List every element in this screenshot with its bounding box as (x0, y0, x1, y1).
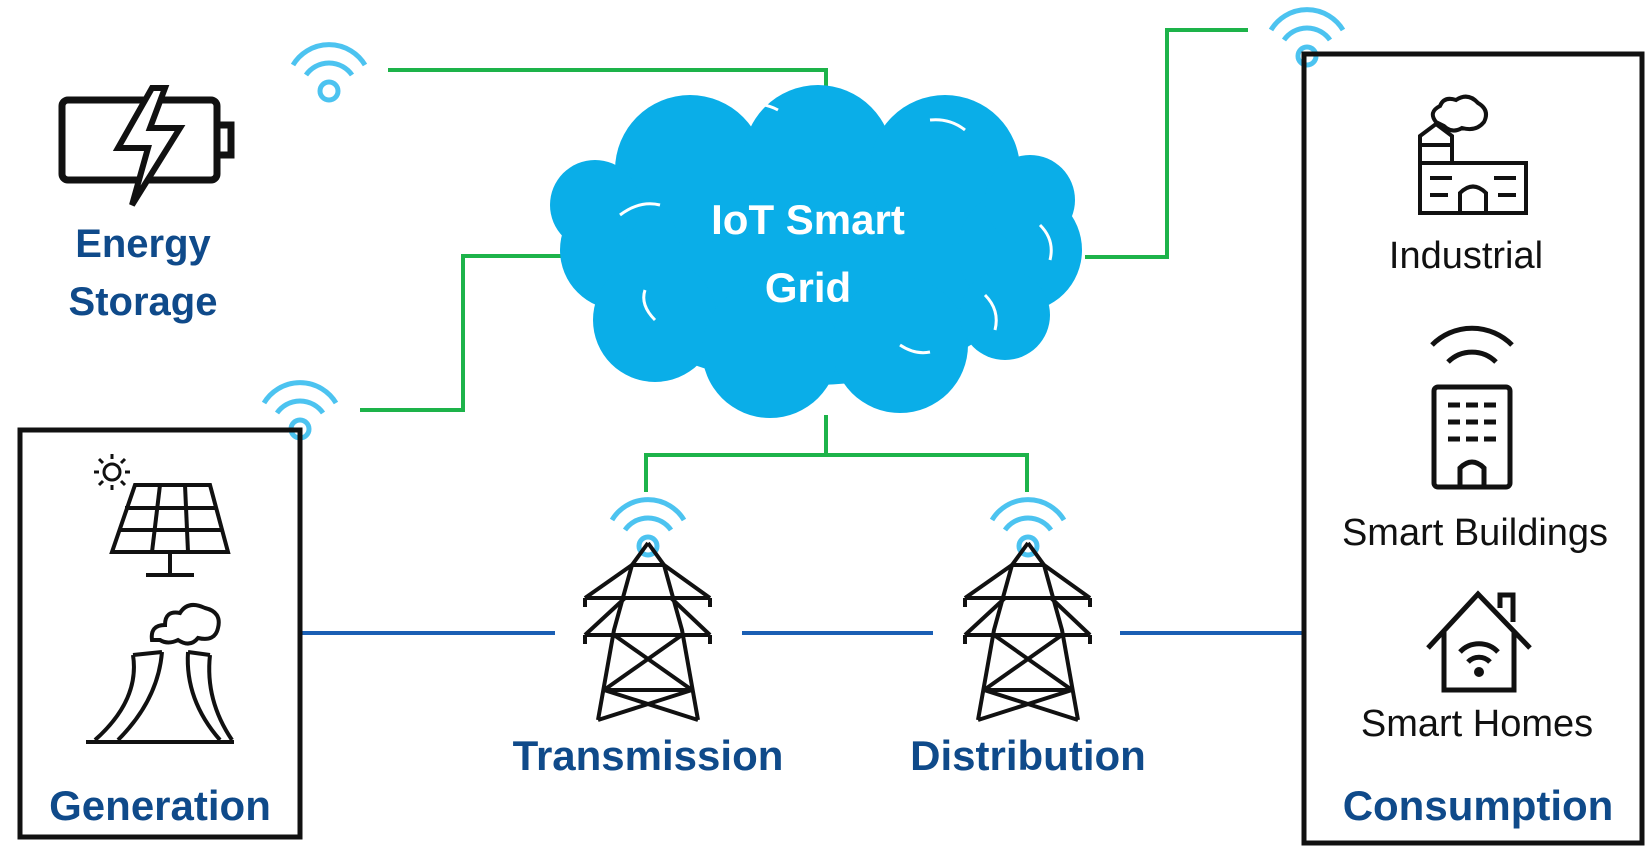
link-cloud-towers (644, 415, 828, 492)
generation-box (17, 427, 303, 840)
wifi-icon-storage (293, 45, 365, 100)
transmission-label: Transmission (513, 732, 784, 779)
smart-buildings-label: Smart Buildings (1342, 512, 1608, 554)
cloud-label-line2: Grid (765, 264, 851, 311)
link-cloud-distribution (826, 453, 1029, 492)
generation-label: Generation (49, 782, 271, 829)
cloud-icon: IoT Smart Grid (550, 85, 1082, 418)
sun-icon (94, 454, 130, 490)
consumption-box (1301, 51, 1645, 846)
power-plant-icon (86, 602, 234, 744)
link-cloud-consumption (1085, 28, 1248, 259)
distribution-label: Distribution (910, 732, 1146, 779)
energy-storage-label-line1: Energy (75, 222, 211, 266)
distribution-tower-icon (963, 541, 1092, 722)
transmission-tower-icon (583, 541, 712, 722)
consumption-label: Consumption (1343, 782, 1614, 829)
link-storage-cloud (388, 68, 828, 118)
wifi-icon-transmission (612, 500, 684, 555)
cloud-label-line1: IoT Smart (711, 196, 905, 243)
solar-panel-icon (109, 483, 231, 577)
smart-building-icon (1431, 384, 1513, 490)
battery-icon (58, 85, 235, 207)
link-generation-cloud (360, 254, 570, 412)
smart-home-icon (1426, 590, 1532, 693)
energy-storage-label-line2: Storage (69, 280, 218, 324)
smart-building-wifi-icon (1430, 325, 1514, 364)
industrial-label: Industrial (1389, 235, 1543, 277)
wifi-icon-distribution (992, 500, 1064, 555)
smart-homes-label: Smart Homes (1361, 703, 1593, 745)
wifi-icon-consumption (1271, 10, 1343, 65)
factory-icon (1418, 94, 1528, 215)
